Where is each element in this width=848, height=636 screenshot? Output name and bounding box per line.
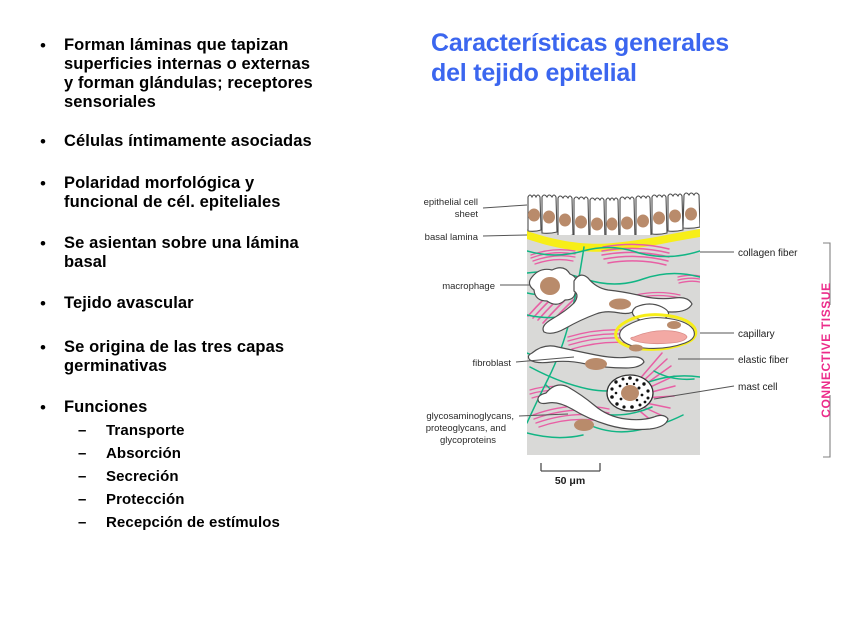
label-fibroblast: fibroblast	[472, 358, 511, 369]
list-item: • Células íntimamente asociadas	[34, 132, 426, 152]
sub-list-item-label: Absorción	[106, 445, 182, 462]
capillary-graphic	[614, 313, 698, 352]
bullet-icon: •	[40, 338, 46, 357]
label-ground-substance-line1: glycosaminoglycans,	[426, 411, 514, 422]
list-item-label: Polaridad morfológica y funcional de cél…	[64, 174, 281, 211]
list-item: • Funciones	[34, 398, 426, 418]
connective-tissue-label: CONNECTIVE TISSUE	[819, 282, 833, 418]
list-item: • Polaridad morfológica y funcional de c…	[34, 174, 426, 212]
bullet-icon: •	[40, 294, 46, 313]
label-elastic-fiber: elastic fiber	[738, 355, 789, 366]
figure-left-labels: epithelial cell sheet basal lamina macro…	[424, 197, 514, 446]
list-item-label: Se asientan sobre una lámina basal	[64, 234, 299, 271]
sub-list: – Transporte – Absorción – Secreción – P…	[78, 420, 426, 533]
label-basal-lamina: basal lamina	[425, 232, 479, 243]
sub-list-item: – Secreción	[78, 466, 426, 487]
connective-tissue-bracket	[823, 242, 831, 458]
dash-icon: –	[78, 491, 87, 508]
list-item-label: Tejido avascular	[64, 294, 194, 312]
bullet-icon: •	[40, 174, 46, 193]
list-item-label: Forman láminas que tapizan superficies i…	[64, 36, 313, 111]
bullet-icon: •	[40, 234, 46, 253]
leader-lines	[482, 204, 735, 417]
list-item: • Se origina de las tres capas germinati…	[34, 338, 426, 376]
bullet-icon: •	[40, 36, 46, 55]
dash-icon: –	[78, 422, 87, 439]
label-ground-substance-line3: glycoproteins	[440, 435, 496, 446]
list-item-label: Células íntimamente asociadas	[64, 132, 312, 150]
dash-icon: –	[78, 445, 87, 462]
sub-list-item: – Protección	[78, 489, 426, 510]
basal-lamina-graphic	[527, 229, 700, 252]
epithelial-cell-sheet-graphic	[527, 192, 700, 235]
bullet-icon: •	[40, 132, 46, 151]
sub-list-item: – Recepción de estímulos	[78, 512, 426, 533]
label-epithelial-cell-sheet-line2: sheet	[455, 209, 479, 220]
label-ground-substance-line2: proteoglycans, and	[426, 423, 506, 434]
dash-icon: –	[78, 514, 87, 531]
epithelial-nuclei	[528, 207, 697, 231]
label-mast-cell: mast cell	[738, 382, 777, 393]
sub-list-item-label: Recepción de estímulos	[106, 514, 280, 531]
sub-list-item-label: Transporte	[106, 422, 185, 439]
list-item-label: Funciones	[64, 398, 148, 416]
epithelium-connective-tissue-diagram: epithelial cell sheet basal lamina macro…	[378, 185, 848, 490]
list-item: • Tejido avascular	[34, 294, 426, 314]
bullet-list: • Forman láminas que tapizan superficies…	[34, 36, 426, 535]
matrix-contents	[527, 243, 700, 439]
figure-right-labels: collagen fiber capillary elastic fiber m…	[738, 248, 798, 393]
list-item-label: Se origina de las tres capas germinativa…	[64, 338, 285, 375]
list-item: • Forman láminas que tapizan superficies…	[34, 36, 426, 112]
label-macrophage: macrophage	[442, 281, 495, 292]
scale-bar-label: 50 μm	[555, 475, 585, 487]
page-title: Características generales del tejido epi…	[431, 29, 729, 87]
mast-cell-graphic	[606, 374, 654, 412]
bullet-icon: •	[40, 398, 46, 417]
sub-list-item: – Transporte	[78, 420, 426, 441]
sub-list-item: – Absorción	[78, 443, 426, 464]
tissue-cell-nuclei	[540, 277, 631, 431]
sub-list-item-label: Protección	[106, 491, 185, 508]
label-collagen-fiber: collagen fiber	[738, 248, 798, 259]
dash-icon: –	[78, 468, 87, 485]
label-epithelial-cell-sheet-line1: epithelial cell	[424, 197, 478, 208]
list-item: • Se asientan sobre una lámina basal	[34, 234, 426, 272]
label-capillary: capillary	[738, 329, 775, 340]
sub-list-item-label: Secreción	[106, 468, 179, 485]
scale-bar: 50 μm	[540, 463, 601, 487]
